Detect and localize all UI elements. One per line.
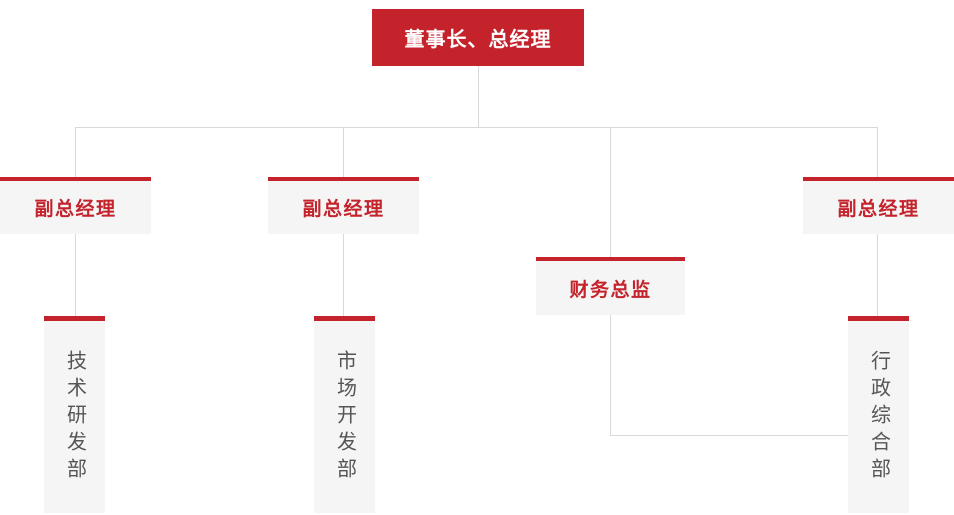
org-node-label: 技术研发部: [63, 349, 86, 485]
org-node-label: 财务总监: [569, 279, 652, 301]
org-node-market-dev-dept: 市场开发部: [314, 316, 375, 513]
connector-vp-right-to-dept: [877, 234, 878, 316]
connector-cfo-elbow-down: [610, 315, 611, 435]
org-node-finance-director: 财务总监: [536, 257, 685, 315]
org-node-admin-general-dept: 行政综合部: [848, 316, 909, 513]
connector-vp-mid-to-dept: [343, 234, 344, 316]
connector-drop-vp-mid: [343, 127, 344, 177]
org-node-deputy-gm-middle: 副总经理: [268, 177, 419, 234]
connector-cfo-elbow-right: [610, 435, 848, 436]
connector-vp-left-to-dept: [75, 234, 76, 316]
org-node-deputy-gm-right: 副总经理: [803, 177, 954, 234]
connector-drop-vp-right: [877, 127, 878, 177]
org-node-tech-rd-dept: 技术研发部: [44, 316, 105, 513]
org-node-label: 董事长、总经理: [404, 29, 552, 51]
org-node-label: 副总经理: [837, 199, 920, 220]
org-node-chairman-general-manager: 董事长、总经理: [372, 9, 584, 66]
org-node-label: 行政综合部: [867, 349, 890, 485]
org-node-label: 市场开发部: [333, 349, 356, 485]
connector-drop-vp-left: [75, 127, 76, 177]
org-node-label: 副总经理: [34, 199, 117, 220]
connector-root-down: [478, 66, 479, 127]
org-node-label: 副总经理: [302, 199, 385, 220]
connector-main-horizontal: [75, 127, 878, 128]
org-node-deputy-gm-left: 副总经理: [0, 177, 151, 234]
connector-drop-cfo: [610, 127, 611, 257]
